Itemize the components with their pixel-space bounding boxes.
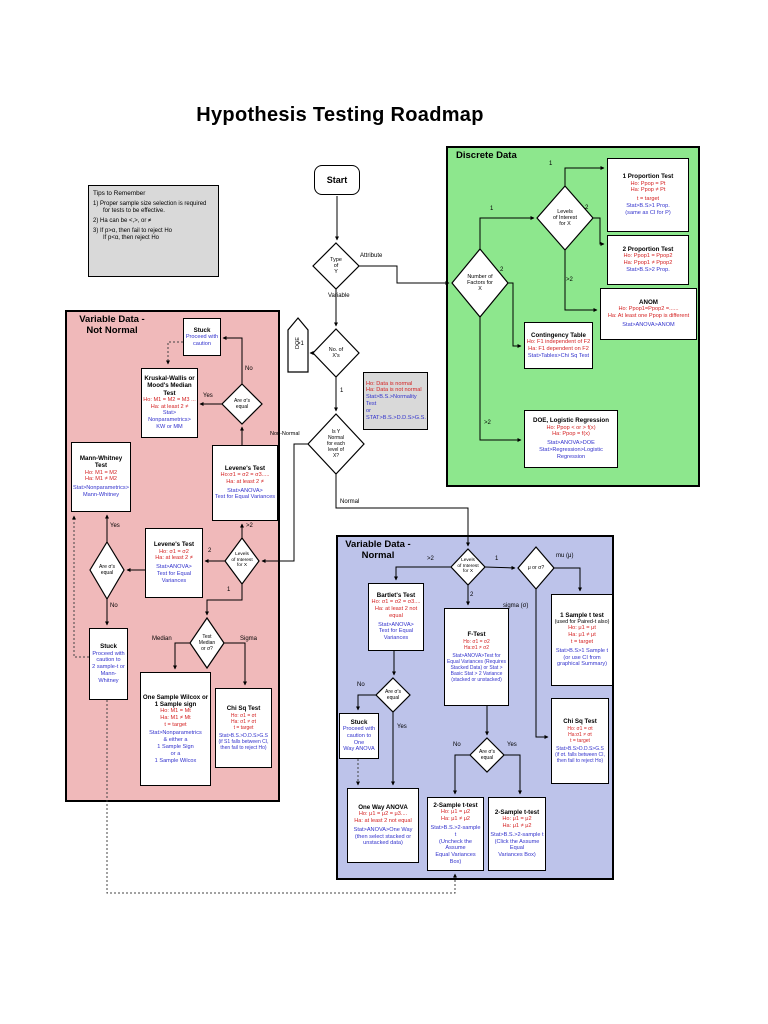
box-2-proportion-test: 2 Proportion Test Ho: Ppop1 = Ppop2 Ha: … <box>607 235 689 285</box>
edge-label-normal: Normal <box>340 499 360 505</box>
edge-label-pink-2: 2 <box>208 548 212 554</box>
decision-test-median-or-sigma: Test Median or σ? <box>198 634 216 652</box>
edge-label-variable: Variable <box>328 293 350 299</box>
box-stuck-2: Stuck Proceed with caution to 2 sample-t… <box>89 628 128 700</box>
edge-label-gt1: >1 <box>297 341 304 347</box>
decision-are-sigmas-equal-pink-left: Are σ's equal <box>98 564 115 576</box>
box-chi-sq-test-blue: Chi Sq Test Ho: σ1 = σt Ha:σ1 ≠ σt t = t… <box>551 698 609 784</box>
decision-is-y-normal: Is Y Normal for each level of X? <box>326 429 346 459</box>
decision-levels-of-interest-blue: Levels of Interest for X <box>457 558 479 575</box>
tips-title: Tips to Remember <box>93 190 146 197</box>
edge-label-factors-gt2: >2 <box>484 420 491 426</box>
tips-box: Tips to Remember 1) Proper sample size s… <box>88 185 219 277</box>
box-f-test: F-Test Ho: σ1 = σ2 Ha:σ1 ≠ σ2 Stat>ANOVA… <box>444 608 509 706</box>
start-node: Start <box>314 165 360 195</box>
edge-label-yes-pink-left: Yes <box>110 523 120 529</box>
box-stuck-3: Stuck Proceed with caution to One Way AN… <box>339 713 379 759</box>
edge-label-yes-blue-right: Yes <box>507 742 517 748</box>
edge-label-no-pink-top: No <box>245 366 253 372</box>
edge-label-pink-gt2: >2 <box>246 523 253 529</box>
edge-label-yes-pink-top: Yes <box>203 393 213 399</box>
decision-mu-or-sigma: μ or σ? <box>527 565 545 571</box>
edge-label-no-blue-left: No <box>357 682 365 688</box>
edge-label-yes-blue-left: Yes <box>397 724 407 730</box>
edge-label-mu: mu (μ) <box>556 553 574 559</box>
edge-label-no-pink-left: No <box>110 603 118 609</box>
decision-are-sigmas-equal-pink-top: Are σ's equal <box>233 398 250 410</box>
decision-levels-of-interest-pink: Levels of Interest for X <box>231 552 253 569</box>
edge-label-levels-2: 2 <box>585 205 589 211</box>
edge-label-levels-gt2: >2 <box>566 277 573 283</box>
box-levenes-test-1: Levene's Test Ho:σ1 = σ2 = σ3..... Ha: a… <box>212 445 278 521</box>
decision-levels-of-interest-discrete: Levels of Interest for X <box>553 209 577 227</box>
box-one-way-anova: One Way ANOVA Ho: μ1 = μ2 = μ3.... Ha: a… <box>347 788 419 863</box>
edge-label-blue-1: 1 <box>495 556 499 562</box>
box-normality-note: Ho: Data is normal Ha: Data is not norma… <box>363 372 428 430</box>
edge-label-blue-gt2: >2 <box>427 556 434 562</box>
box-2-sample-t-test-unequal: 2-Sample t-test Ho: μ1 = μ2 Ha: μ1 ≠ μ2 … <box>427 797 484 871</box>
edge-label-levels-1: 1 <box>549 161 553 167</box>
page-title: Hypothesis Testing Roadmap <box>196 104 484 126</box>
box-1-sample-t-test: 1 Sample t test (used for Paired-t also)… <box>551 594 613 686</box>
region-title-discrete: Discrete Data <box>456 150 517 161</box>
box-chi-sq-test-pink: Chi Sq Test Ho: σ1 = σt Ha: σ1 ≠ σt t = … <box>215 688 272 768</box>
region-title-normal: Variable Data - Normal <box>345 539 411 561</box>
decision-are-sigmas-equal-blue-left: Are σ's equal <box>384 689 401 701</box>
box-doe-logistic-regression: DOE, Logistic Regression Ho: Ppop < or >… <box>524 410 618 468</box>
box-contingency-table: Contingency Table Ho: F1 independent of … <box>524 322 593 369</box>
box-stuck-top: Stuck Proceed with caution <box>183 318 221 356</box>
box-levenes-test-2: Levene's Test Ho: σ1 = σ2 Ha: at least 2… <box>145 528 203 598</box>
region-title-not-normal: Variable Data - Not Normal <box>79 314 145 336</box>
decision-are-sigmas-equal-blue-right: Are σ's equal <box>478 749 495 761</box>
box-2-sample-t-test-equal: 2-Sample t-test Ho: μ1 = μ2 Ha: μ1 ≠ μ2 … <box>488 797 546 871</box>
box-kruskal-wallis-moods-median: Kruskal-Wallis or Mood's Median Test Ho:… <box>141 368 198 438</box>
edge-label-sigma: Sigma <box>240 636 258 642</box>
edge-label-median: Median <box>152 636 172 642</box>
decision-type-of-y: Type of Y <box>330 257 342 275</box>
edge-label-factors-1: 1 <box>490 206 494 212</box>
edge-label-factors-2: 2 <box>500 267 504 273</box>
edge-label-non-normal: Non-Normal <box>270 431 300 437</box>
box-anom: ANOM Ho: Ppop1=Ppop2 =...... Ha: At leas… <box>600 288 697 340</box>
edge-label-attribute: Attribute <box>360 253 383 259</box>
box-one-sample-wilcox-sign: One Sample Wilcox or 1 Sample sign Ho: M… <box>140 672 211 786</box>
box-1-proportion-test: 1 Proportion Test Ho: Ppop = Pt Ha: Ppop… <box>607 158 689 232</box>
edge-label-pink-1: 1 <box>227 587 231 593</box>
decision-no-of-xs: No. of X's <box>328 347 344 359</box>
edge-label-sigma-branch: sigma (σ) <box>503 603 529 609</box>
box-mann-whitney-test: Mann-Whitney Test Ho: M1 = M2 Ha: M1 ≠ M… <box>71 442 131 512</box>
decision-number-of-factors: Number of Factors for X <box>467 274 493 292</box>
box-bartlets-test: Bartlet's Test Ho: σ1 = σ2 = σ3.... Ha: … <box>368 583 424 651</box>
edge-label-no-blue-right: No <box>453 742 461 748</box>
edge-label-one-main: 1 <box>340 388 344 394</box>
edge-label-blue-2: 2 <box>470 592 474 598</box>
